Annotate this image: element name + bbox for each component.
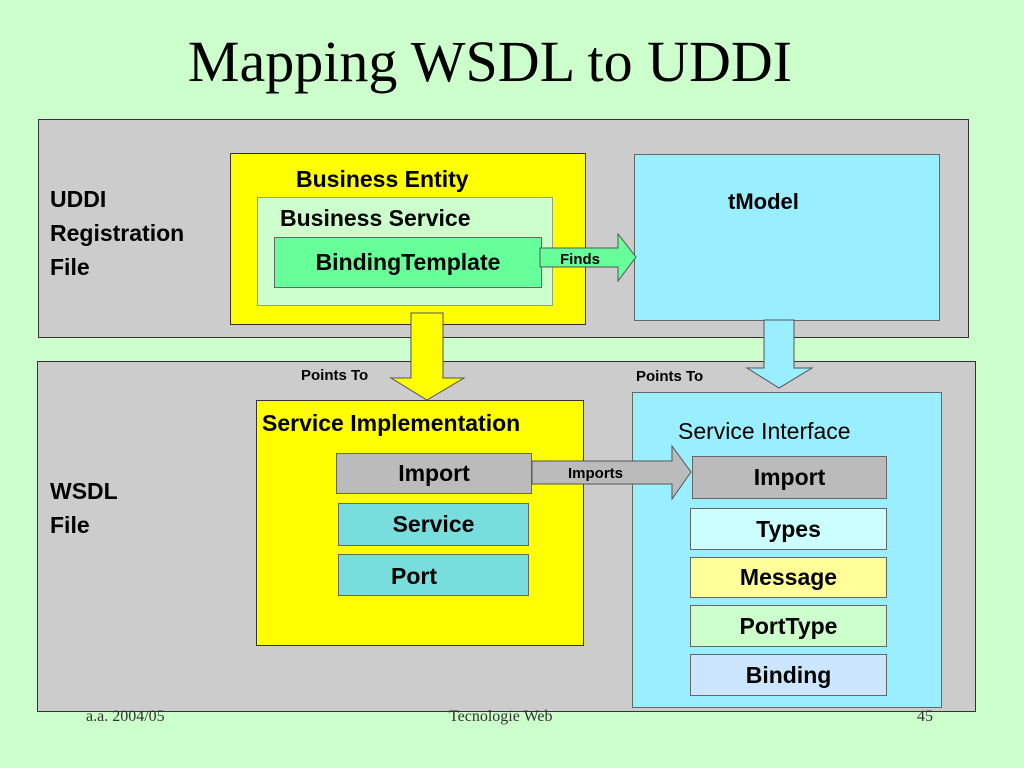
points-to-right-arrow [745, 319, 814, 389]
iface-porttype-box: PortType [690, 605, 887, 647]
finds-label: Finds [560, 251, 600, 268]
footer-left: a.a. 2004/05 [86, 708, 165, 725]
impl-import-box: Import [336, 453, 532, 494]
business-entity-label: Business Entity [296, 166, 469, 192]
service-interface-text: Service Interface [678, 418, 851, 444]
business-service-label: Business Service [280, 205, 471, 231]
service-implementation-label: Service Implementation [262, 410, 521, 436]
iface-import-box: Import [692, 456, 887, 499]
iface-message-box: Message [690, 557, 887, 598]
finds-arrow [539, 232, 637, 283]
uddi-label-line-2: Registration [50, 220, 185, 246]
tmodel-label: tModel [728, 189, 799, 214]
imports-label: Imports [568, 465, 624, 482]
wsdl-label-line-2: File [50, 512, 90, 538]
wsdl-label-line-1: WSDL [50, 478, 118, 504]
footer-center: Tecnologie Web [449, 708, 553, 725]
uddi-label-line-1: UDDI [50, 186, 107, 212]
footer-slide-number: 45 [917, 708, 933, 725]
uddi-label-line-3: File [50, 254, 90, 280]
impl-service-box: Service [338, 503, 529, 546]
iface-types-box: Types [690, 508, 887, 550]
binding-template-box: BindingTemplate [274, 237, 542, 288]
imports-arrow [531, 444, 692, 501]
points-to-right-label: Points To [636, 368, 704, 385]
impl-port-label: Port [391, 563, 437, 589]
iface-binding-box: Binding [690, 654, 887, 696]
wsdl-file-label: WSDL File [50, 474, 118, 542]
service-interface-label: Service Interface [678, 418, 851, 445]
impl-port-box: Port [338, 554, 529, 596]
slide-title: Mapping WSDL to UDDI [187, 29, 793, 94]
uddi-registration-label: UDDI Registration File [50, 182, 184, 284]
tmodel-box [634, 154, 940, 321]
points-to-left-label: Points To [301, 367, 369, 384]
points-to-left-arrow [389, 312, 466, 401]
